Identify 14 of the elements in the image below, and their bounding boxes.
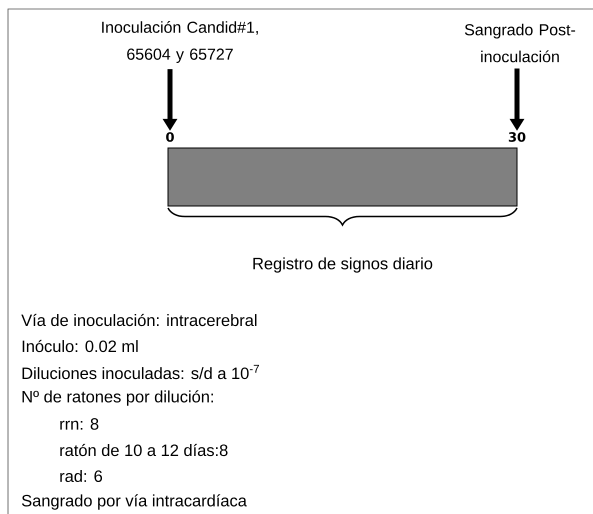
timeline-bar xyxy=(168,148,518,206)
note-line: Vía de inoculación: intracerebral xyxy=(21,314,256,326)
note-line: rrn: 8 xyxy=(60,418,98,430)
note-line: rad: 6 xyxy=(60,470,102,482)
event-label: Sangrado Post-inoculación xyxy=(464,24,576,62)
note-line: Inóculo: 0.02 ml xyxy=(22,340,138,352)
note-line: Nº de ratones por dilución: xyxy=(22,390,213,406)
note-line: Diluciones inoculadas: s/d a 10$^{-7}$ xyxy=(22,364,259,380)
brace-label: Registro de signos diario xyxy=(253,257,432,273)
day-number: 30 xyxy=(508,132,526,142)
note-line: Sangrado por vía intracardíaca xyxy=(22,494,247,510)
day-number: 0 xyxy=(166,132,174,142)
note-line: ratón de 10 a 12 días:8 xyxy=(60,444,228,456)
event-label: Inoculación Candid#1, 65604 y 65727 xyxy=(102,21,258,63)
